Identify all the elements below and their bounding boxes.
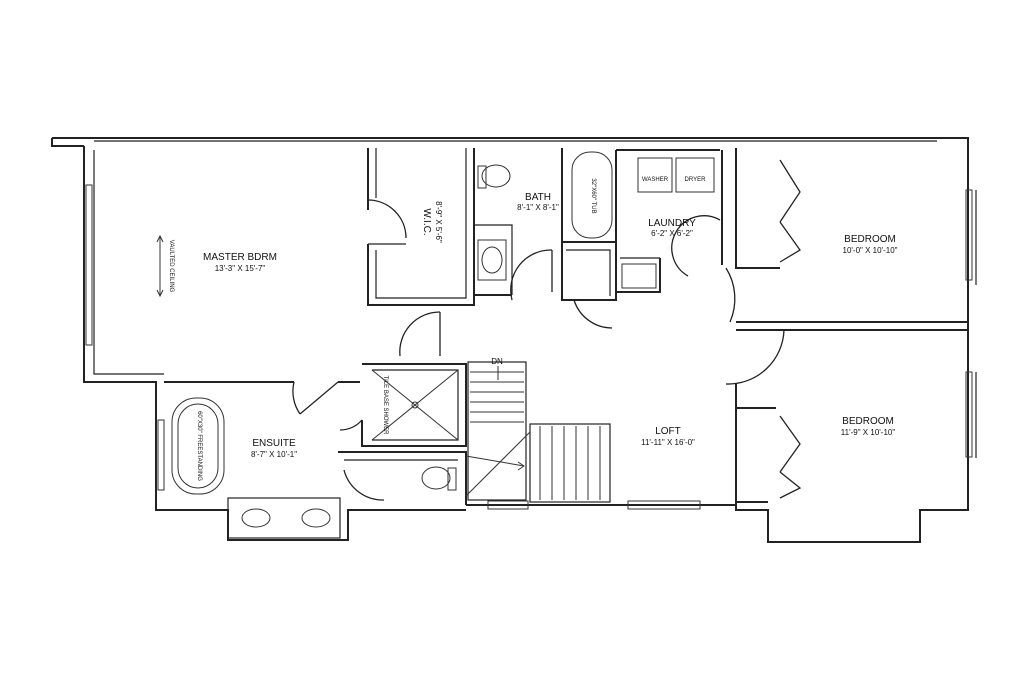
windows bbox=[85, 184, 973, 510]
stairs bbox=[465, 361, 611, 503]
wic-name: W.I.C. bbox=[421, 208, 432, 235]
master-bdrm-dims: 13'-3" X 15'-7" bbox=[215, 264, 266, 273]
bedroom1-dims: 10'-0" X 10'-10" bbox=[843, 246, 898, 255]
ensuite-dims: 8'-7" X 10'-1" bbox=[251, 450, 297, 459]
dryer-label: DRYER bbox=[685, 177, 707, 183]
bath-dims: 8'-1" X 8'-1" bbox=[517, 203, 559, 212]
exterior-walls bbox=[51, 137, 977, 543]
stairs-down-label: DN bbox=[491, 357, 503, 366]
doors bbox=[292, 159, 802, 501]
washer-label: WASHER bbox=[642, 177, 669, 183]
annotations: VAULTED CEILING 32"X60" TUB WASHER DRYER… bbox=[168, 177, 706, 481]
dryer bbox=[675, 157, 715, 193]
bedroom2-name: BEDROOM bbox=[842, 416, 894, 427]
bath-name: BATH bbox=[525, 192, 551, 203]
freestanding-tub-note: 60"X30" FREESTANDING bbox=[196, 411, 202, 481]
laundry-dims: 6'-2" X 6'-2" bbox=[651, 229, 693, 238]
master-bdrm-name: MASTER BDRM bbox=[203, 252, 277, 263]
loft-dims: 11'-11" X 16'-0" bbox=[641, 438, 695, 447]
fixtures bbox=[156, 151, 715, 528]
ensuite-name: ENSUITE bbox=[252, 438, 296, 449]
loft-name: LOFT bbox=[655, 426, 681, 437]
bedroom1-name: BEDROOM bbox=[844, 234, 896, 245]
laundry-name: LAUNDRY bbox=[648, 218, 696, 229]
washer bbox=[637, 157, 673, 193]
shower-note: TILE BASE SHOWER bbox=[382, 375, 388, 435]
interior-walls bbox=[164, 148, 968, 539]
bedroom2-dims: 11'-9" X 10'-10" bbox=[841, 428, 896, 437]
room-labels: MASTER BDRM 13'-3" X 15'-7" W.I.C. 8'-9"… bbox=[203, 192, 898, 459]
wic-dims: 8'-9" X 5'-6" bbox=[434, 201, 443, 243]
tub-note: 32"X60" TUB bbox=[590, 178, 596, 213]
vaulted-ceiling-note: VAULTED CEILING bbox=[168, 240, 174, 293]
